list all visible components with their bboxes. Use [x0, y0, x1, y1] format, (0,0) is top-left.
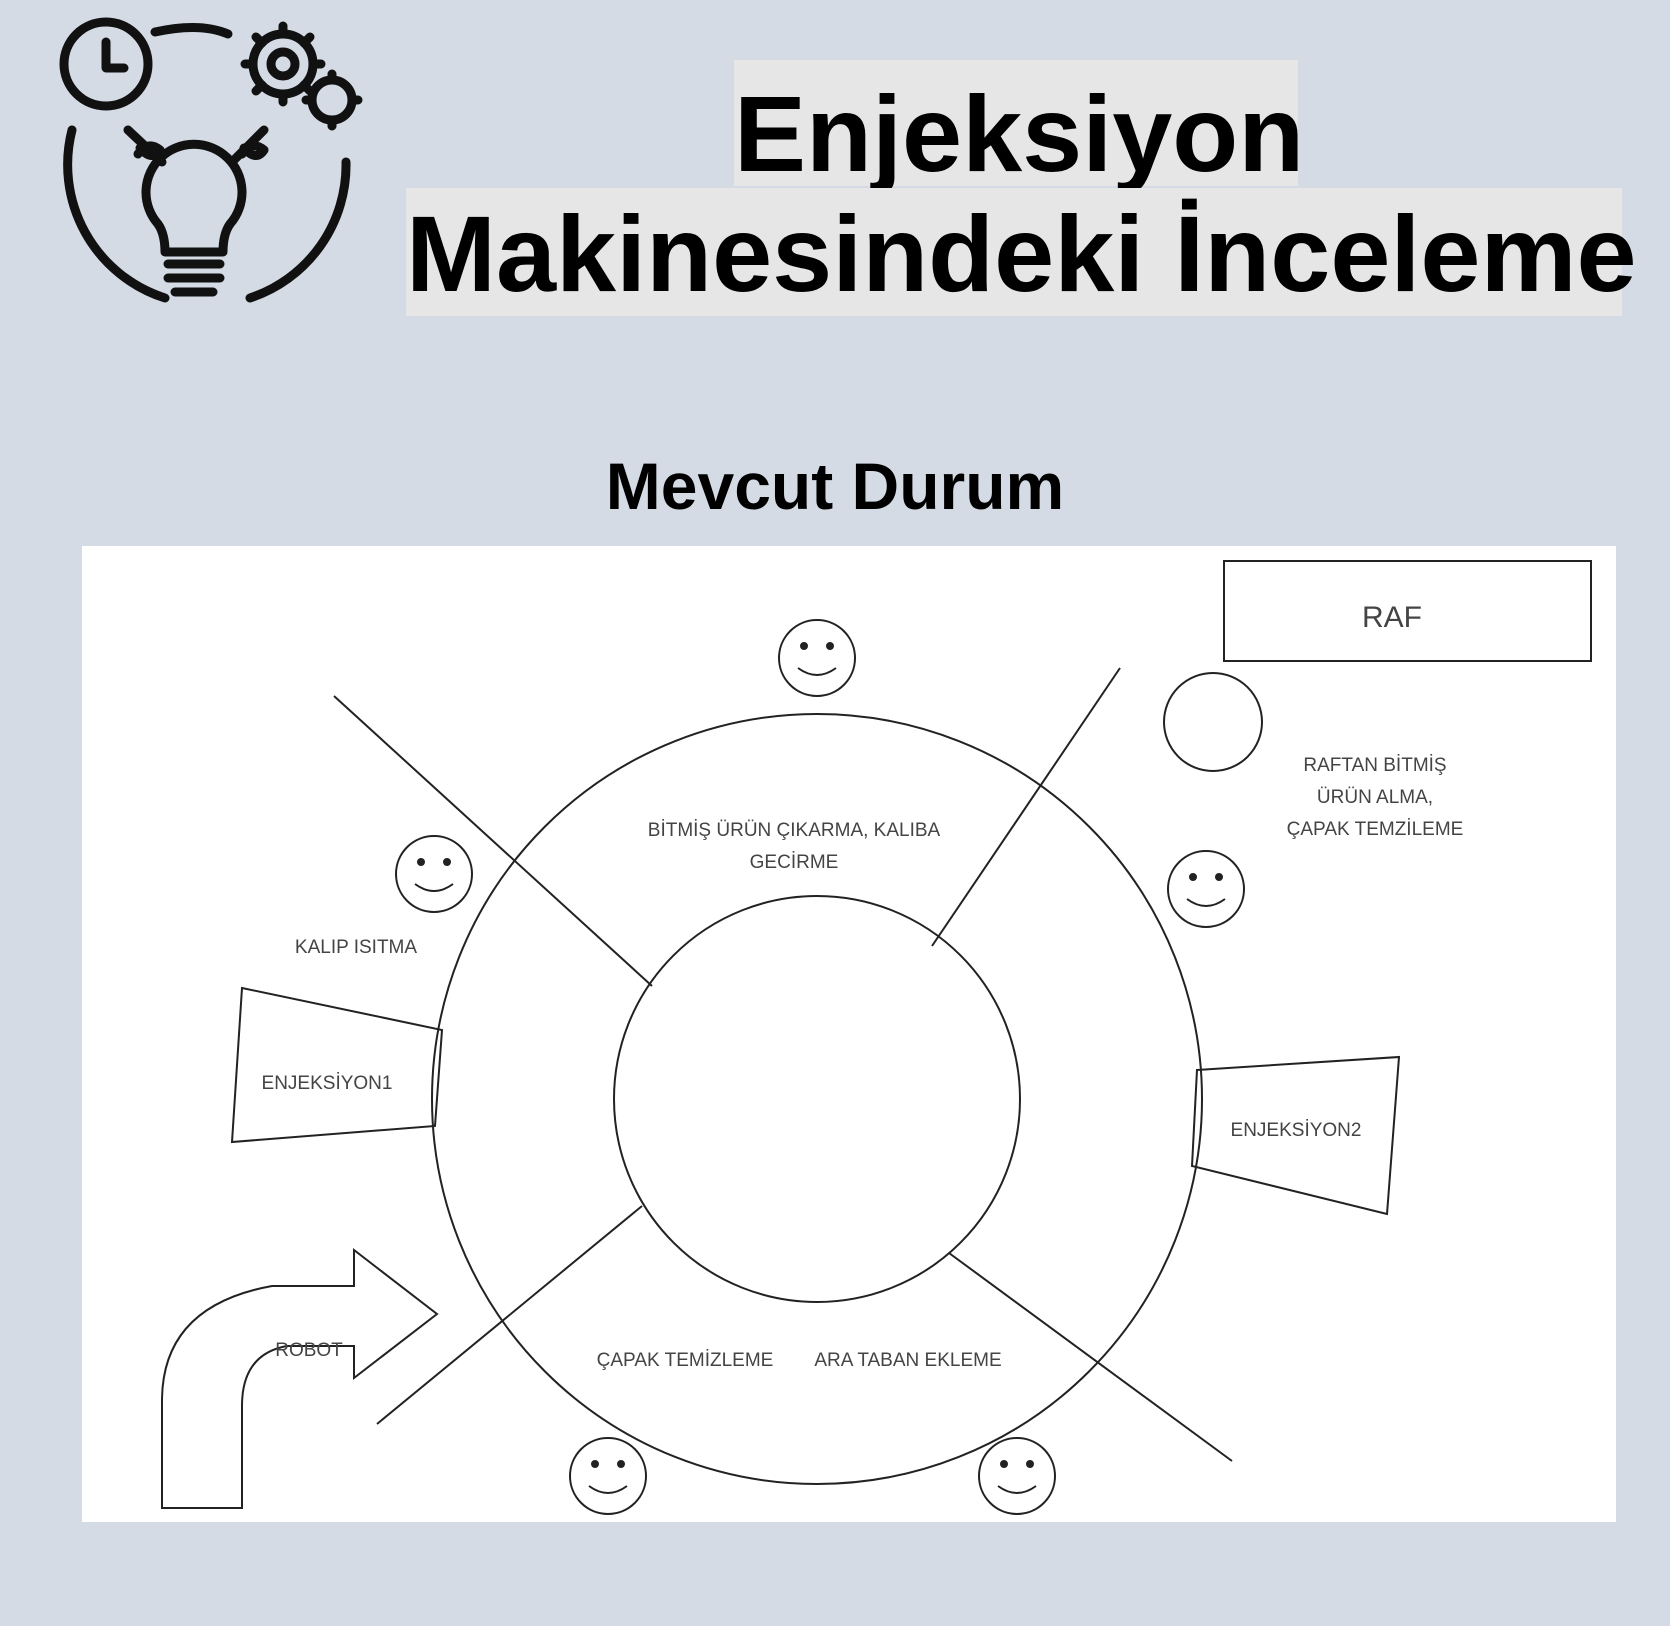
- robot-label: ROBOT: [275, 1340, 343, 1361]
- idea-process-icon: [59, 17, 363, 303]
- machine2-label: ENJEKSİYON2: [1231, 1120, 1362, 1141]
- divider-line-bottom-right: [948, 1252, 1233, 1462]
- inner-circle: [613, 895, 1021, 1303]
- divider-line-top-right: [931, 667, 1121, 947]
- machine2-shape: [1190, 1055, 1401, 1216]
- smiley-face-icon: [978, 1437, 1056, 1515]
- smiley-face-icon: [395, 835, 473, 913]
- shelf-box: [1223, 560, 1592, 662]
- smiley-face-icon: [1167, 850, 1245, 928]
- dollar-icon: [123, 125, 269, 167]
- divider-line-bottom-left: [376, 1205, 643, 1425]
- lightbulb-icon: [141, 139, 247, 297]
- shelf-task-line2: ÜRÜN ALMA,: [1317, 787, 1433, 808]
- page-title-line2: Makinesindeki İnceleme: [406, 188, 1637, 316]
- mold-heating-label: KALIP ISITMA: [295, 937, 417, 958]
- deburring-label: ÇAPAK TEMİZLEME: [597, 1350, 774, 1371]
- worker-station-circle: [1163, 672, 1263, 772]
- shelf-task-line1: RAFTAN BİTMİŞ: [1303, 755, 1446, 776]
- machine1-shape: [230, 986, 444, 1144]
- top-task-line1: BİTMİŞ ÜRÜN ÇIKARMA, KALIBA: [648, 820, 941, 841]
- clock-icon: [59, 17, 153, 111]
- smiley-face-icon: [569, 1437, 647, 1515]
- top-task-line2: GECİRME: [750, 852, 839, 873]
- insole-label: ARA TABAN EKLEME: [814, 1350, 1001, 1371]
- gear-icon: [240, 21, 363, 131]
- shelf-label: RAF: [1362, 601, 1422, 634]
- machine1-label: ENJEKSİYON1: [262, 1073, 393, 1094]
- robot-arrow: [161, 1247, 439, 1509]
- smiley-face-icon: [778, 619, 856, 697]
- shelf-task-line3: ÇAPAK TEMZİLEME: [1287, 819, 1464, 840]
- process-diagram: RAF RAFTAN BİTMİŞ ÜRÜN ALMA, ÇAPAK TEMZİ…: [82, 546, 1616, 1522]
- page-title-line1: Enjeksiyon: [734, 60, 1304, 188]
- outer-ring: [431, 713, 1203, 1485]
- divider-line-top-left: [333, 695, 653, 987]
- section-subtitle: Mevcut Durum: [605, 449, 1065, 523]
